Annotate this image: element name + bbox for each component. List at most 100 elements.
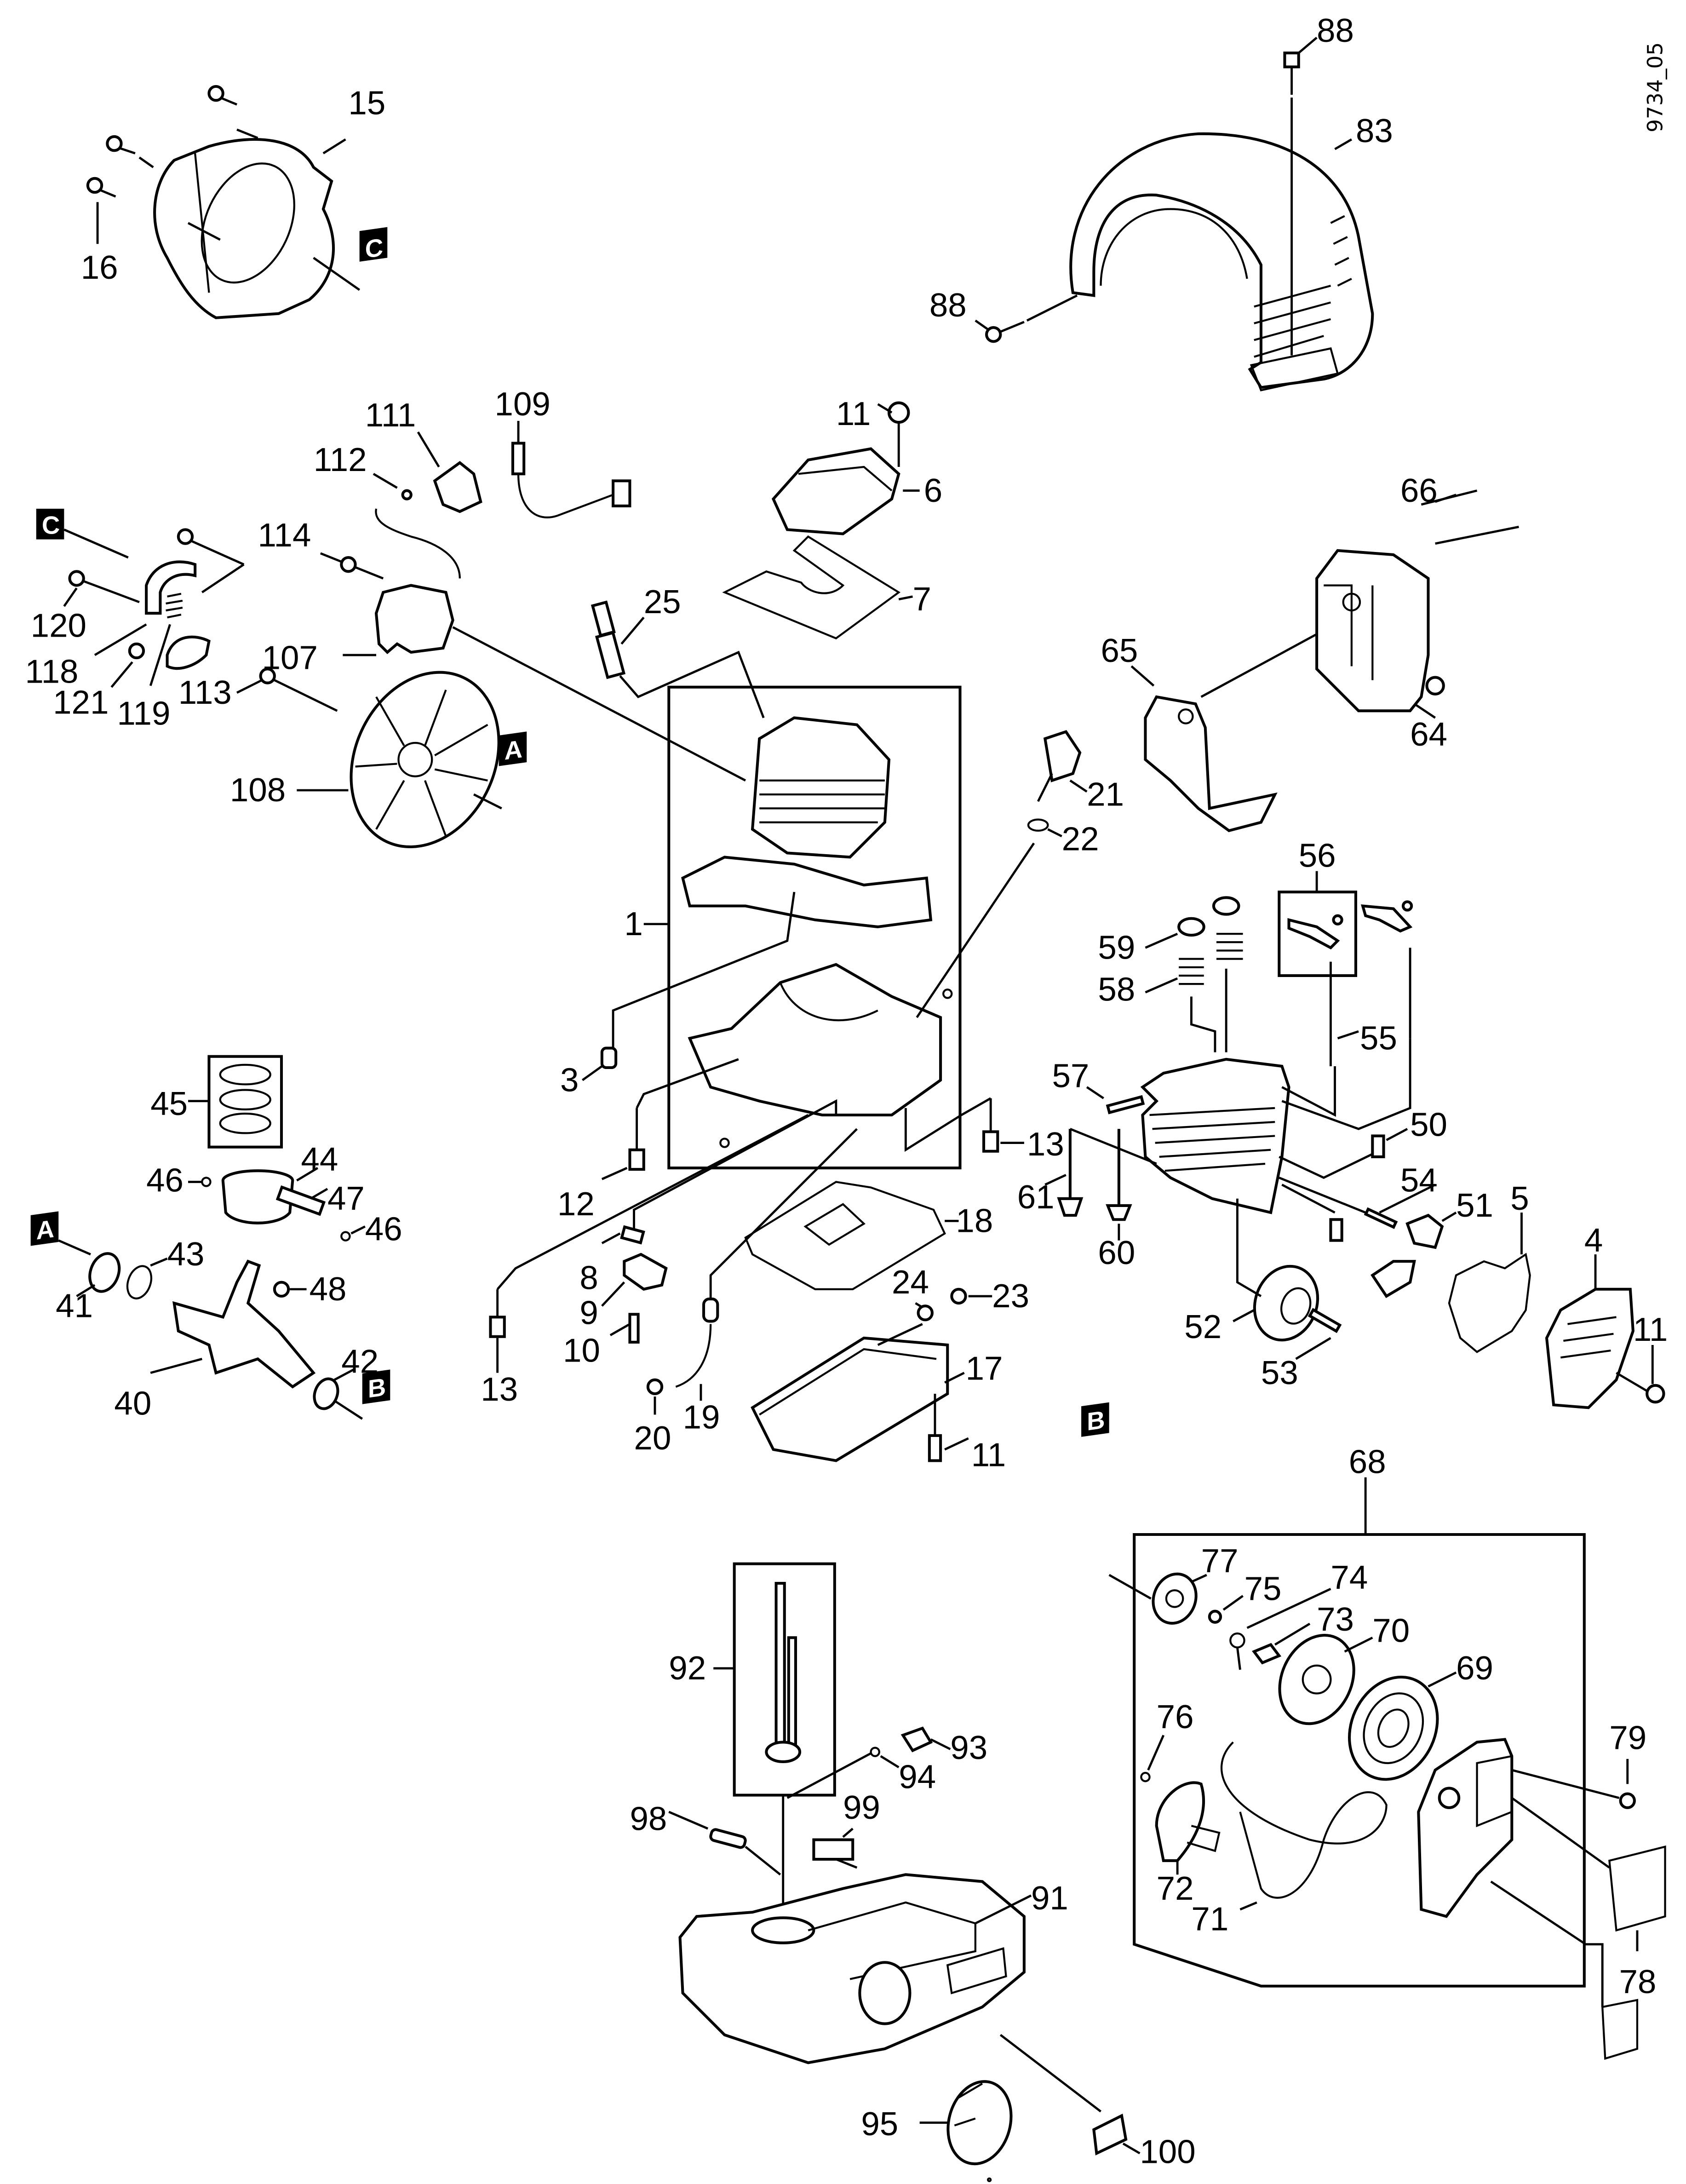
label-40: 40 (114, 1385, 151, 1422)
label-109: 109 (495, 385, 551, 423)
label-10: 10 (563, 1332, 600, 1369)
rocker-arm-2 (1360, 900, 1413, 933)
muffler (1315, 549, 1445, 713)
reel-70 (1278, 1634, 1355, 1725)
label-99: 99 (843, 1789, 880, 1826)
rocker-arm (1287, 914, 1343, 950)
label-79: 79 (1609, 1719, 1646, 1757)
spring-74 (1229, 1632, 1245, 1670)
hole (719, 1138, 730, 1148)
ref-marker-b-right: B (1081, 1402, 1109, 1437)
label-48: 48 (310, 1270, 347, 1308)
cylinder (681, 716, 933, 928)
label-88-left: 88 (929, 287, 967, 324)
svg-text:C: C (42, 511, 60, 539)
label-20: 20 (634, 1420, 671, 1457)
stop-wire-109 (511, 442, 631, 518)
fuel-pickup-box (733, 1562, 836, 1797)
governor-arm-51 (1371, 1213, 1444, 1298)
cam-gear-52 (1253, 1264, 1319, 1342)
ratchet-73 (1252, 1643, 1282, 1665)
side-cover-4 (1545, 1287, 1634, 1409)
label-13-left: 13 (481, 1371, 518, 1408)
label-60: 60 (1098, 1234, 1135, 1271)
washer-94 (870, 1747, 880, 1757)
fuel-tank-91 (678, 1873, 1026, 2064)
drawing-id: 9734_05 (1643, 42, 1667, 132)
cylinder-head (1140, 1058, 1290, 1214)
recoil-starter-box (1133, 1533, 1586, 1988)
label-69: 69 (1456, 1649, 1493, 1687)
label-23: 23 (992, 1277, 1029, 1315)
label-74: 74 (1330, 1559, 1368, 1596)
engine-shroud (1069, 132, 1374, 391)
label-7: 7 (912, 580, 931, 618)
label-16: 16 (81, 249, 118, 286)
bolt-113 (259, 667, 276, 684)
washer-24 (917, 1305, 934, 1322)
dowel-3 (600, 1046, 618, 1069)
starter-case (1417, 1738, 1514, 1918)
seal-41 (88, 1252, 121, 1293)
clutch-shoe (145, 560, 211, 670)
ref-marker-b-left: B (362, 1369, 390, 1404)
label-73: 73 (1317, 1601, 1354, 1638)
label-68: 68 (1349, 1443, 1386, 1481)
hole (942, 989, 953, 999)
label-9: 9 (579, 1294, 598, 1331)
bolt-12 (628, 1108, 645, 1171)
label-92: 92 (669, 1649, 706, 1687)
fitting-93 (900, 1726, 933, 1753)
label-47: 47 (327, 1180, 365, 1217)
label-4: 4 (1584, 1222, 1603, 1259)
label-53: 53 (1261, 1354, 1298, 1391)
grommet-98 (709, 1828, 747, 1849)
label-121: 121 (53, 684, 109, 721)
label-24: 24 (892, 1264, 929, 1301)
fuel-pickup-92 (765, 1582, 802, 1763)
handle-72 (1155, 1781, 1221, 1862)
label-111: 111 (365, 397, 416, 434)
screw-75 (1208, 1609, 1222, 1624)
spring-112 (401, 489, 413, 500)
pulley-77 (1152, 1572, 1198, 1625)
label-22: 22 (1062, 820, 1099, 857)
label-59: 59 (1098, 929, 1135, 966)
label-95: 95 (861, 2105, 898, 2143)
label-64: 64 (1410, 716, 1447, 753)
rocker-gasket (722, 535, 900, 640)
screw-88-left (985, 321, 1025, 343)
label-118: 118 (25, 653, 79, 690)
label-18: 18 (956, 1202, 993, 1240)
hose-19 (675, 1297, 719, 1388)
label-5: 5 (1510, 1180, 1529, 1217)
label-113: 113 (178, 674, 232, 711)
label-11-top: 11 (836, 395, 871, 432)
label-51: 51 (1456, 1187, 1493, 1224)
shaft-54 (1364, 1207, 1398, 1229)
spark-plug (591, 600, 626, 679)
label-77: 77 (1201, 1542, 1239, 1580)
bolt-79 (1619, 1792, 1636, 1809)
label-75: 75 (1244, 1570, 1282, 1607)
label-57: 57 (1052, 1057, 1089, 1094)
breather-21 (1037, 730, 1082, 802)
screw-10 (628, 1313, 640, 1344)
label-56: 56 (1299, 837, 1336, 874)
label-88-top: 88 (1317, 12, 1354, 49)
label-3: 3 (560, 1061, 579, 1098)
ref-marker-c-top: C (359, 227, 388, 264)
label-91: 91 (1031, 1879, 1068, 1917)
svg-text:B: B (1087, 1405, 1105, 1436)
washer-121 (128, 642, 145, 660)
bolt-11-top (887, 401, 910, 467)
bolt-23 (950, 1287, 967, 1305)
oil-pan (751, 1336, 949, 1462)
label-41: 41 (56, 1287, 93, 1324)
svg-text:C: C (365, 233, 383, 264)
plug-cap-111 (433, 461, 482, 513)
label-12: 12 (557, 1185, 595, 1223)
gasket-22 (1027, 818, 1049, 832)
label-11-bottom: 11 (971, 1437, 1006, 1474)
